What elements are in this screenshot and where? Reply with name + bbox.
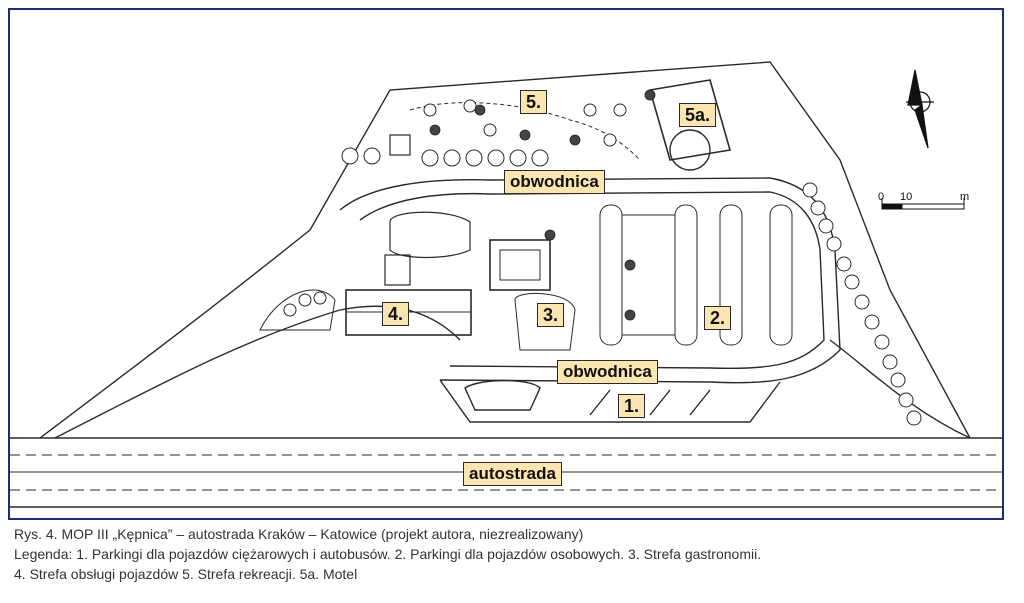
truck-parking bbox=[439, 379, 781, 423]
tree-row-dark bbox=[429, 89, 656, 321]
recreation-path bbox=[409, 102, 641, 161]
caption-legend: Legenda: 1. Parkingi dla pojazdów ciężar… bbox=[14, 546, 762, 562]
north-arrow-icon bbox=[906, 69, 934, 149]
scale-zero: 0 bbox=[878, 191, 884, 203]
figure-caption: Rys. 4. MOP III „Kępnica” – autostrada K… bbox=[14, 524, 1014, 584]
site-boundary bbox=[39, 61, 971, 439]
car-parking-rows bbox=[599, 204, 793, 346]
entry-ramp bbox=[829, 339, 971, 439]
truck-bay bbox=[589, 389, 611, 416]
gastronomy-courtyard bbox=[514, 292, 576, 351]
truck-bay bbox=[649, 389, 671, 416]
label-zone-5a: 5a. bbox=[679, 103, 717, 127]
scale-unit: m bbox=[960, 191, 969, 203]
exit-ramp bbox=[54, 305, 461, 439]
recreation-pavilion bbox=[389, 134, 411, 156]
scale-ten: 10 bbox=[900, 191, 912, 203]
label-obwodnica-top: obwodnica bbox=[504, 170, 605, 194]
label-zone-4: 4. bbox=[382, 302, 410, 326]
truck-island bbox=[464, 379, 541, 411]
label-zone-1: 1. bbox=[618, 394, 646, 418]
caption-title: Rys. 4. MOP III „Kępnica” – autostrada K… bbox=[14, 526, 584, 542]
parking-island-left bbox=[389, 211, 471, 259]
tree-row bbox=[283, 99, 922, 426]
label-autostrada: autostrada bbox=[463, 462, 562, 486]
label-zone-3: 3. bbox=[537, 303, 565, 327]
motel-building bbox=[648, 79, 732, 161]
label-zone-5: 5. bbox=[520, 90, 548, 114]
ring-road bbox=[339, 177, 841, 384]
site-plan-drawing: 0 10 m bbox=[10, 61, 1002, 508]
caption-legend-cont: 4. Strefa obsługi pojazdów 5. Strefa rek… bbox=[14, 566, 358, 582]
truck-bay bbox=[689, 389, 711, 416]
label-zone-2: 2. bbox=[704, 306, 732, 330]
label-obwodnica-bottom: obwodnica bbox=[557, 360, 658, 384]
scale-bar bbox=[881, 198, 965, 210]
parking-island-west bbox=[259, 289, 336, 331]
map-frame: 0 10 m 5. 5a. obwodnica 4. 3. 2. obwodni… bbox=[8, 8, 1004, 520]
gastronomy-building bbox=[489, 239, 551, 291]
ring-road-inner bbox=[359, 191, 825, 370]
